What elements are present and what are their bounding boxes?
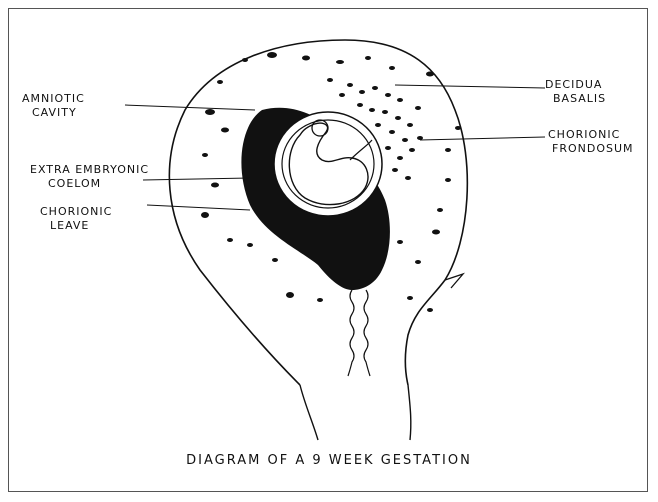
cervix-right <box>408 385 411 440</box>
cervix-left <box>300 385 318 440</box>
label-chorionic-leave: Chorionic Leave <box>40 205 112 233</box>
leader-extraembryonic-coelom <box>143 178 250 180</box>
leader-amniotic-cavity <box>125 105 255 110</box>
diagram-caption: DIAGRAM OF A 9 WEEK GESTATION <box>0 453 658 468</box>
cervical-canal-left <box>348 290 354 376</box>
leader-decidua-basalis <box>395 85 545 88</box>
leader-chorionic-leave <box>147 205 250 210</box>
label-chorionic-frondosum: Chorionic Frondosum <box>548 128 634 156</box>
label-amniotic-cavity: Amniotic Cavity <box>22 92 85 120</box>
leader-chorionic-frondosum <box>420 137 545 140</box>
label-extraembryonic-coelom: Extra embryonic Coelom <box>30 163 149 191</box>
label-decidua-basalis: Decidua Basalis <box>545 78 606 106</box>
cervical-canal-right <box>364 290 370 376</box>
